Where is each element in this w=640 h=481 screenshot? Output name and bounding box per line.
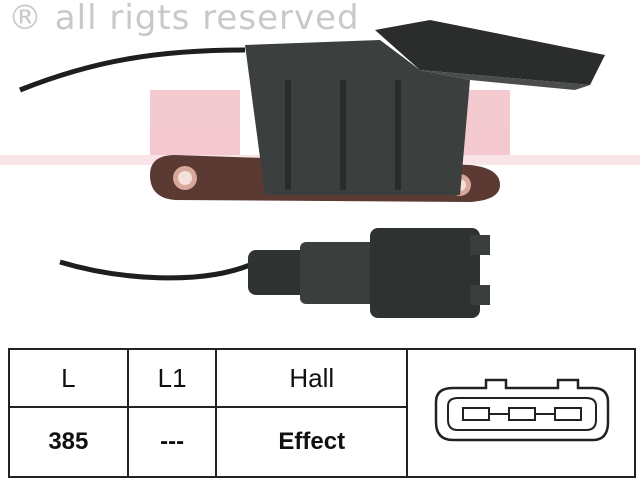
sensor-body (245, 40, 470, 195)
copyright-watermark: ® all rigts reserved (8, 0, 360, 38)
connector-pinout-cell (406, 348, 636, 478)
spec-table: L L1 Hall 385 --- Effect (8, 348, 636, 478)
sensor-illustration (0, 20, 640, 318)
value-hall: Effect (215, 406, 408, 478)
three-pin-connector-icon (434, 378, 610, 442)
product-photo (0, 20, 640, 318)
header-l1: L1 (126, 348, 218, 408)
value-l1: --- (126, 406, 218, 478)
electrical-connector (248, 228, 490, 318)
header-l: L (8, 348, 129, 408)
value-l: 385 (8, 406, 129, 478)
header-hall: Hall (215, 348, 408, 408)
